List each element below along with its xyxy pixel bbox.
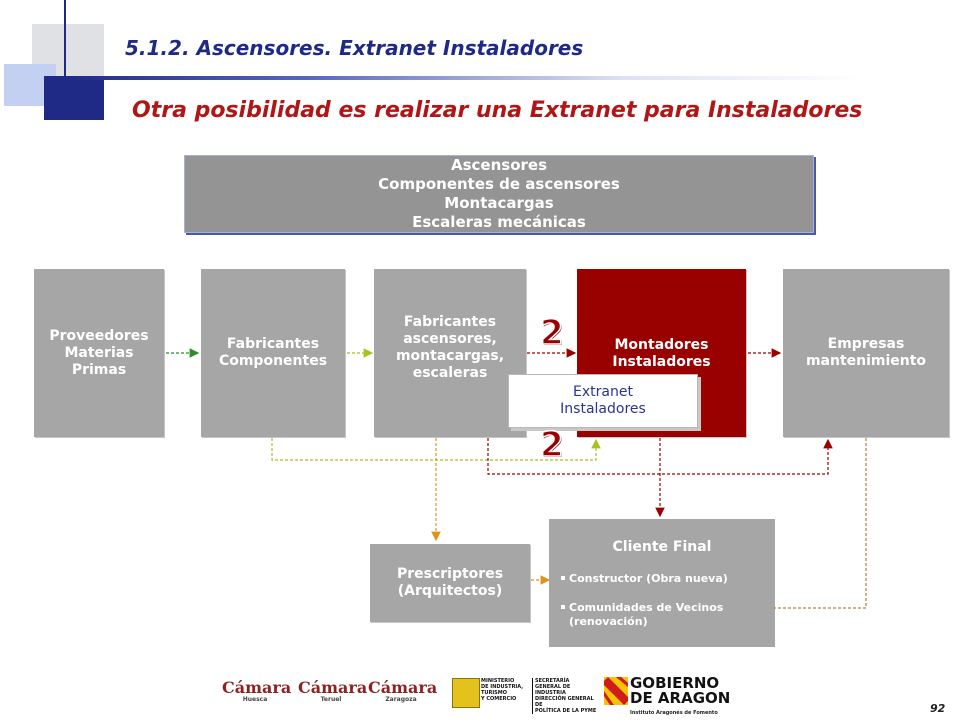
logo-subtitle: Instituto Aragonés de Fomento [630,710,718,716]
logo-text: Cámara [222,678,292,697]
logo-text: Cámara [298,678,368,697]
box-line: Fabricantes [403,314,497,330]
logo-line: INDUSTRIA [535,690,566,696]
box-line: Montadores [614,337,709,353]
logo-gobierno-aragon: GOBIERNO DE ARAGON Instituto Aragonés de… [630,676,730,721]
logo-secretaria: SECRETARÍA GENERAL DE INDUSTRIA DIRECCIÓ… [532,678,597,714]
box-proveedores: Proveedores Materias Primas [34,269,164,437]
extranet-line: Instaladores [560,401,646,417]
banner-line: Ascensores [450,156,547,174]
logo-line: TURISMO [481,690,508,696]
box-line: ascensores, [403,331,497,347]
logo-camara-huesca: Cámara Huesca [222,678,292,704]
logo-text: Cámara [368,678,438,697]
logo-line: POLÍTICA DE LA PYME [535,708,597,714]
header-underline [64,76,864,80]
logo-line: DE INDUSTRIA, [481,684,524,690]
ministerio-crest-icon [452,678,480,708]
box-line: Instaladores [612,354,711,370]
cliente-final-title: Cliente Final [612,539,712,555]
marker-number: 2 [539,425,564,465]
banner-line: Montacargas [444,194,554,212]
cliente-bullet-continuation: (renovación) [569,615,648,628]
box-line: Fabricantes [226,336,320,352]
logo-camara-teruel: Cámara Teruel [298,678,368,704]
arrow-ascensores-empresas [487,438,833,475]
cliente-bullet: Comunidades de Vecinos [561,601,723,615]
header-decoration-square [44,76,104,120]
box-prescriptores: Prescriptores (Arquitectos) [370,544,530,622]
banner-line: Escaleras mecánicas [412,213,586,231]
bullet-text: Constructor (Obra nueva) [569,572,728,585]
logo-city: Teruel [320,696,342,703]
cliente-bullet: Constructor (Obra nueva) [561,572,728,586]
slide-title: 5.1.2. Ascensores. Extranet Instaladores [125,36,584,60]
bullet-text: Comunidades de Vecinos [569,601,724,614]
box-fabricantes-ascensores: Fabricantes ascensores, montacargas, esc… [374,269,526,437]
bullet-square-icon [561,576,565,580]
box-line: Componentes [218,353,328,369]
slide-subtitle: Otra posibilidad es realizar una Extrane… [132,98,863,123]
logo-ministerio: MINISTERIO DE INDUSTRIA, TURISMO Y COMER… [481,678,531,702]
logo-line: DIRECCIÓN GENERAL DE [535,696,594,708]
box-line: mantenimiento [805,353,927,369]
marker-number: 2 [539,313,564,353]
logo-line: SECRETARÍA GENERAL DE [535,678,571,690]
box-cliente-final: Cliente Final Constructor (Obra nueva) C… [549,519,775,647]
extranet-line: Extranet [573,384,633,400]
box-line: escaleras [412,365,488,381]
logo-line: Y COMERCIO [481,696,517,702]
header-decoration-line [64,0,66,112]
logo-city: Huesca [242,696,268,703]
aragon-flag-icon [604,677,628,705]
logo-line: MINISTERIO [481,678,515,684]
box-line: Proveedores [49,327,149,344]
box-line: montacargas, [395,348,505,364]
box-fabricantes-componentes: Fabricantes Componentes [201,269,345,437]
box-line: (Arquitectos) [397,583,503,599]
arrow-empresas-comunidades [738,438,867,613]
logo-camara-zaragoza: Cámara Zaragoza [368,678,438,704]
page-number: 92 [930,702,946,715]
products-banner: Ascensores Componentes de ascensores Mon… [184,155,814,233]
box-line: Empresas [827,336,905,352]
box-line: Primas [71,361,127,378]
bullet-square-icon [561,605,565,609]
banner-line: Componentes de ascensores [378,175,620,193]
logo-city: Zaragoza [385,696,417,703]
box-line: Materias [64,344,134,361]
box-line: Prescriptores [396,566,504,582]
logo-line: DE ARAGON [630,689,731,707]
extranet-instaladores-box: Extranet Instaladores [508,374,698,428]
logo-line: GOBIERNO [630,674,720,692]
arrow-componentes-montadores [271,438,601,461]
box-empresas-mantenimiento: Empresas mantenimiento [783,269,949,437]
